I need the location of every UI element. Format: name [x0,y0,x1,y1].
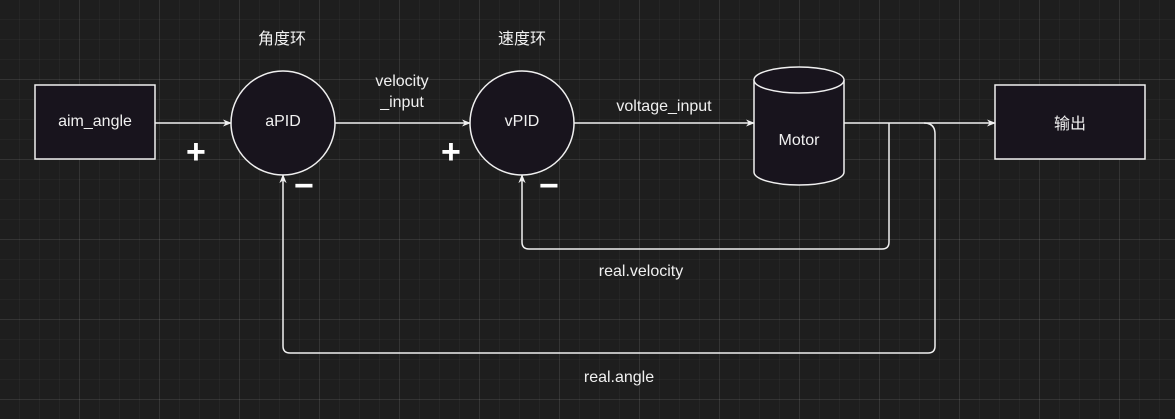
vpid-label: vPID [504,113,540,130]
apid-label: aPID [265,113,301,130]
voltage-input-label: voltage_input [616,98,712,115]
speed-loop-title: 速度环 [497,31,547,48]
real-angle-label: real.angle [583,369,655,386]
velocity-input-label-line2: _input [380,94,424,111]
motor-cylinder[interactable] [753,66,845,186]
apid-plus-sign: + [186,133,206,171]
aim-angle-box[interactable] [34,84,156,160]
motor-label: Motor [778,132,820,149]
velocity-input-label-line1: velocity [375,73,429,90]
real-velocity-label: real.velocity [598,263,684,280]
vpid-minus-sign: − [539,167,559,205]
output-label: 输出 [1053,116,1087,133]
angle-loop-title: 角度环 [257,31,307,48]
vpid-plus-sign: + [441,133,461,171]
aim-angle-label: aim_angle [58,113,132,130]
edge-angle-feedback [279,122,936,354]
edge-velocity-feedback [518,123,890,250]
apid-minus-sign: − [294,167,314,205]
